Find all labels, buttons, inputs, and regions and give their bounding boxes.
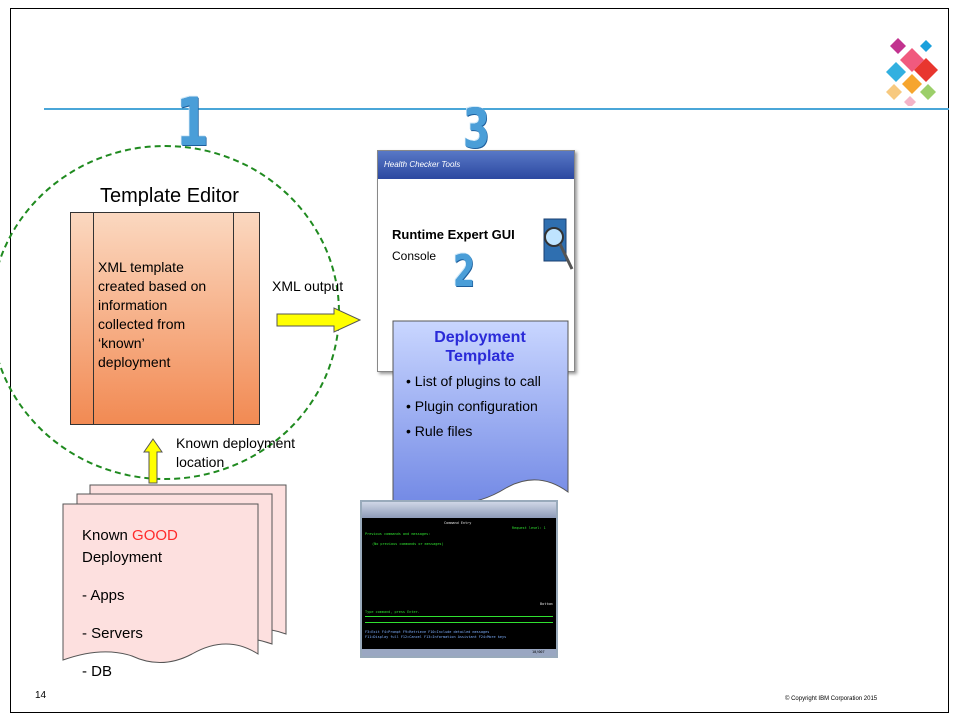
deployment-template-item: • List of plugins to call [406,373,541,389]
xml-template-line: XML template [98,259,184,275]
command-entry-bottom: Bottom [540,602,553,606]
ibm-mosaic-logo [886,38,938,106]
copyright-notice: © Copyright IBM Corporation 2015 [785,696,878,702]
magnifier-icon [543,218,574,270]
page-number: 14 [35,690,47,701]
known-good-heading: Known GOOD [82,525,178,547]
command-entry-request-level: Request level: 1 [512,526,546,530]
gui-title-bar: Health Checker Tools [378,151,574,179]
known-location-line: Known deployment [176,435,296,451]
deployment-template-item: • Rule files [406,423,473,439]
deployment-template-title-line2: Template [445,348,515,365]
command-entry-input-line [365,622,553,623]
deployment-template-item: • Plugin configuration [406,398,538,414]
template-editor-title: Template Editor [100,185,239,207]
command-entry-title: Command Entry [444,521,472,525]
good-highlight: GOOD [132,527,178,544]
known-location-line: location [176,454,225,470]
gui-window-title: Health Checker Tools [384,160,461,169]
known-good-heading-line2: Deployment [82,549,163,566]
command-entry-toolbar [362,502,556,518]
known-prefix: Known [82,527,133,544]
deployment-template-text: Deployment Template • List of plugins to… [400,328,560,441]
step-number-3: 3 [463,97,491,160]
command-entry-statusbar: 10/007 [362,649,556,656]
command-entry-status: 10/007 [532,650,545,654]
xml-template-line: collected from [98,316,186,332]
known-good-item: - DB [82,663,112,680]
xml-output-label: XML output [272,278,344,294]
up-arrow [143,438,163,484]
command-entry-prompt: Type command, press Enter. [365,610,420,614]
known-good-item: - Apps [82,587,125,604]
header-divider [44,108,949,110]
runtime-gui-title: Runtime Expert GUI [392,227,515,242]
known-good-document-stack [62,484,287,664]
xml-template-line: deployment [98,354,171,370]
command-entry-fkeys: F3=Exit F4=Prompt F9=Retrieve F10=Includ… [365,630,490,634]
command-entry-line: (No previous commands or messages) [372,542,444,546]
step-number-2: 2 [453,246,476,297]
known-deployment-location-label: Known deployment location [176,434,295,472]
xml-template-line: ‘known’ [98,335,145,351]
command-entry-line: Previous commands and messages: [365,532,431,536]
step-number-1: 1 [176,84,210,161]
command-entry-fkeys: F11=Display full F12=Cancel F13=Informat… [365,635,507,639]
runtime-gui-console: Console [392,249,437,263]
xml-template-line: information [98,297,168,313]
xml-template-line: created based on [98,278,207,294]
right-arrow [276,307,362,333]
deployment-template-title-line1: Deployment [434,329,526,346]
command-entry-input-line [365,616,553,617]
known-good-item: - Servers [82,625,143,642]
xml-template-text: XML template created based on informatio… [98,258,233,372]
command-entry-screenshot: Command Entry Request level: 1 Previous … [360,500,558,658]
xml-template-box [70,212,260,425]
known-good-text: Known GOOD Deployment - Apps - Servers -… [82,525,178,683]
